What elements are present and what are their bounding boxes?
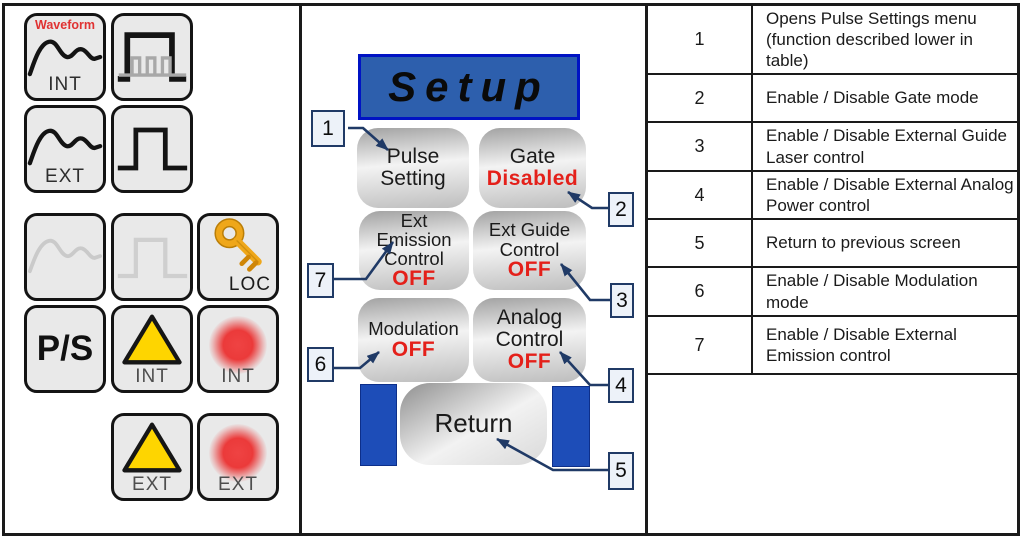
panel-divider	[299, 3, 302, 536]
emission-int-key[interactable]: INT	[197, 305, 279, 393]
legend-num-cell: 3	[648, 123, 753, 170]
square-pulse-key-disabled[interactable]	[111, 213, 193, 301]
gate-button[interactable]: Gate Disabled	[479, 128, 586, 208]
emission-indicator-icon	[209, 316, 267, 374]
power-supply-key[interactable]: P/S	[24, 305, 106, 393]
legend-num-cell: 5	[648, 220, 753, 266]
legend-desc-cell: Opens Pulse Settings menu (function desc…	[766, 8, 977, 71]
legend-num-cell: 6	[648, 268, 753, 315]
table-row: 4 Enable / Disable External Analog Power…	[648, 172, 1020, 220]
callout-number: 2	[615, 197, 627, 221]
ext-emission-control-button[interactable]: Ext Emission Control OFF	[359, 209, 469, 291]
callout-4: 4	[608, 368, 634, 403]
setup-title: Setup	[388, 63, 550, 110]
callout-6: 6	[307, 347, 334, 382]
square-pulse-icon	[117, 127, 188, 171]
callout-2: 2	[608, 192, 634, 227]
table-row: 7 Enable / Disable External Emission con…	[648, 317, 1020, 375]
modulation-button[interactable]: Modulation OFF	[358, 298, 469, 382]
callout-1: 1	[311, 110, 345, 147]
button-label-line: Control	[495, 328, 564, 352]
button-label-line: Ext	[400, 209, 428, 231]
table-row-empty	[648, 375, 1020, 533]
button-label-line: Control	[499, 238, 560, 260]
pulse-train-icon	[117, 32, 187, 82]
lock-key[interactable]: LOC	[197, 213, 279, 301]
waveform-icon	[27, 128, 103, 166]
legend-table: 1 Opens Pulse Settings menu (function de…	[645, 6, 1020, 533]
right-scroll-rect	[552, 386, 590, 467]
legend-desc-cell: Enable / Disable External Guide Laser co…	[766, 126, 1007, 167]
warning-triangle-icon	[122, 314, 182, 365]
warning-triangle-icon	[122, 422, 182, 473]
page-border	[2, 3, 1020, 536]
analog-control-button[interactable]: Analog Control OFF	[473, 298, 586, 382]
key-label: P/S	[36, 329, 94, 368]
callout-number: 1	[322, 116, 334, 140]
button-label-line: Pulse	[386, 145, 440, 169]
button-label-line: Emission	[376, 228, 452, 250]
legend-num-cell: 2	[648, 75, 753, 121]
callout-number: 7	[314, 268, 327, 292]
button-label: Gate	[509, 145, 556, 169]
waveform-key-disabled[interactable]	[24, 213, 106, 301]
button-label-line: Setting	[380, 167, 446, 190]
legend-desc-cell: Enable / Disable External Analog Power c…	[766, 174, 1014, 215]
legend-desc-cell: Enable / Disable Gate mode	[766, 88, 979, 108]
button-label-line: Control	[384, 248, 444, 270]
waveform-overlay-label: Waveform	[35, 18, 95, 32]
gate-status: Disabled	[486, 167, 579, 190]
key-label: INT	[135, 366, 169, 387]
emission-ext-key[interactable]: EXT	[197, 413, 279, 501]
return-button[interactable]: Return	[400, 383, 547, 465]
setup-title-banner: Setup	[358, 54, 580, 120]
key-label: INT	[48, 74, 82, 95]
emission-indicator-icon	[209, 424, 267, 482]
callout-number: 4	[615, 373, 627, 397]
callout-5: 5	[608, 452, 634, 490]
key-label: EXT	[218, 474, 258, 495]
square-pulse-key[interactable]	[111, 105, 193, 193]
aiming-beam-ext-key[interactable]: EXT	[111, 413, 193, 501]
legend-num-cell: 7	[648, 317, 753, 373]
waveform-int-key[interactable]: Waveform INT	[24, 13, 106, 101]
waveform-ext-key[interactable]: EXT	[24, 105, 106, 193]
pulse-setting-button[interactable]: Pulse Setting	[357, 128, 469, 208]
button-label-line: Ext Guide	[488, 219, 571, 241]
table-row: 2 Enable / Disable Gate mode	[648, 75, 1020, 123]
square-pulse-icon-disabled	[117, 237, 188, 279]
key-label: EXT	[132, 474, 172, 495]
ext-guide-status: OFF	[507, 257, 552, 281]
callout-7: 7	[307, 263, 334, 298]
legend-desc-cell: Enable / Disable External Emission contr…	[766, 324, 957, 365]
button-label: Modulation	[368, 318, 459, 340]
left-scroll-rect	[360, 384, 397, 466]
callout-number: 3	[616, 288, 628, 312]
analog-status: OFF	[507, 349, 552, 373]
legend-num-cell: 1	[648, 6, 753, 73]
legend-desc-cell: Enable / Disable Modulation mode	[766, 271, 978, 312]
key-icon	[214, 218, 262, 272]
table-row: 1 Opens Pulse Settings menu (function de…	[648, 6, 1020, 75]
button-label: Return	[434, 408, 513, 439]
waveform-icon-disabled	[27, 238, 103, 274]
table-row: 3 Enable / Disable External Guide Laser …	[648, 123, 1020, 172]
callout-number: 6	[314, 352, 327, 376]
table-row: 5 Return to previous screen	[648, 220, 1020, 268]
modulation-status: OFF	[391, 337, 436, 361]
waveform-icon	[27, 39, 103, 77]
aiming-beam-int-key[interactable]: INT	[111, 305, 193, 393]
key-label: LOC	[228, 274, 271, 295]
key-label: EXT	[45, 166, 85, 187]
legend-desc-cell: Return to previous screen	[766, 233, 961, 253]
callout-3: 3	[610, 283, 634, 318]
legend-num-cell: 4	[648, 172, 753, 218]
ext-guide-control-button[interactable]: Ext Guide Control OFF	[473, 211, 586, 290]
pulse-train-key[interactable]	[111, 13, 193, 101]
callout-number: 5	[615, 459, 627, 482]
button-label-line: Analog	[496, 306, 563, 330]
ext-emission-status: OFF	[392, 267, 436, 291]
key-label: INT	[221, 366, 255, 387]
table-row: 6 Enable / Disable Modulation mode	[648, 268, 1020, 317]
